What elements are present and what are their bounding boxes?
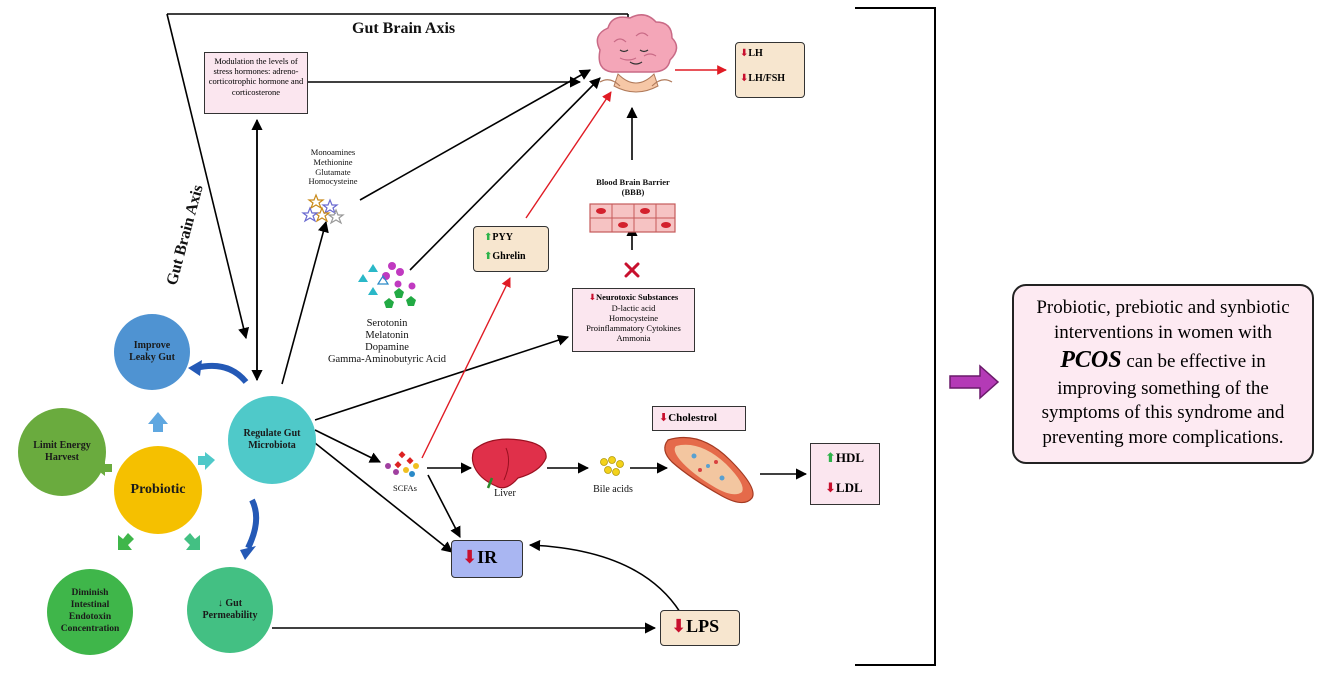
neurotoxic-item: D-lactic acid (611, 303, 656, 313)
neurotoxic-item: Ammonia (616, 333, 651, 343)
circle-energy (18, 408, 106, 496)
scfa-cluster-icon (385, 451, 419, 477)
conclusion-text-end: can be effective in improving something … (1041, 351, 1285, 448)
red-arrows (421, 65, 727, 459)
conclusion-text: Probiotic, prebiotic and synbiotic inter… (1036, 297, 1290, 343)
lps-box: ⬇LPS (660, 610, 740, 646)
ghrelin-label: Ghrelin (492, 251, 526, 262)
lh-box: ⬇LH ⬇LH/FSH (735, 42, 805, 98)
neurotoxic-item: Proinflammatory Cytokines (586, 323, 681, 333)
monoamine-item: Glutamate (315, 166, 351, 177)
neurotoxic-box: ⬇Neurotoxic Substances D-lactic acid Hom… (572, 288, 695, 352)
bile-acids-label: Bile acids (593, 484, 633, 495)
down-arrow-icon: ⬇ (825, 481, 836, 496)
circle-regulate (228, 396, 316, 484)
neurotransmitter-cluster-icon (358, 262, 416, 308)
bbb-label: Blood Brain Barrier (BBB) (596, 177, 670, 197)
bile-acid-cluster-icon (600, 456, 624, 476)
down-arrow-icon: ⬇ (740, 73, 749, 84)
neurotransmitters-label: Serotonin Melatonin Dopamine Gamma-Amino… (322, 318, 452, 366)
pyy-label: PYY (492, 232, 513, 243)
brain-icon (596, 14, 678, 93)
probiotic-pointers (95, 412, 215, 550)
monoamine-cluster-icon (301, 193, 345, 225)
up-arrow-icon: ⬆ (825, 451, 836, 466)
bbb-vessel-icon (589, 203, 676, 233)
cholestrol-box: ⬇Cholestrol (652, 406, 746, 431)
blood-vessel-icon (664, 436, 754, 504)
circle-endotoxin (47, 569, 133, 655)
monoamine-item: Monoamines (310, 147, 356, 157)
neurotransmitter-item: Gamma-Aminobutyric Acid (327, 354, 447, 366)
diagram-title: Gut Brain Axis (352, 20, 456, 37)
monoamines-label: Monoamines Methionine Glutamate Homocyst… (298, 147, 368, 187)
pyy-ghrelin-box: ⬆PYY ⬆Ghrelin (473, 226, 549, 272)
bracket (855, 7, 936, 666)
lps-label: LPS (686, 616, 720, 636)
down-arrow-icon: ⬇ (659, 411, 669, 424)
ldl-label: LDL (835, 480, 863, 495)
neurotransmitter-item: Dopamine (365, 342, 409, 354)
neurotransmitter-item: Melatonin (365, 330, 409, 342)
down-arrow-icon: ⬇ (740, 48, 749, 59)
down-arrow-icon: ⬇ (671, 616, 687, 637)
hdl-label: HDL (835, 450, 865, 465)
blocked-mark (624, 262, 640, 278)
circle-permeability (187, 567, 273, 653)
stress-hormones-box: Modulation the levels of stress hormones… (204, 52, 308, 114)
liver-icon (471, 438, 547, 489)
down-arrow-icon: ⬇ (462, 547, 478, 568)
cholestrol-label: Cholestrol (668, 412, 717, 424)
probiotic-label: Probiotic (130, 482, 186, 498)
black-arrows (251, 69, 808, 634)
cycle-arrows (188, 360, 260, 560)
lh-fsh-label: LH/FSH (748, 73, 786, 84)
neurotoxic-title: Neurotoxic Substances (595, 292, 679, 302)
up-arrow-icon: ⬆ (484, 251, 493, 262)
ir-label: IR (477, 547, 498, 567)
down-arrow-icon: ⬇ (588, 293, 596, 303)
hdl-ldl-box: ⬆HDL ⬇LDL (810, 443, 880, 505)
monoamine-item: Methionine (313, 156, 353, 167)
stress-hormones-text: Modulation the levels of stress hormones… (208, 56, 304, 97)
conclusion-box: Probiotic, prebiotic and synbiotic inter… (1012, 284, 1314, 464)
lh-label: LH (748, 48, 763, 59)
up-arrow-icon: ⬆ (484, 232, 493, 243)
circle-probiotic (114, 446, 202, 534)
neurotoxic-item: Homocysteine (608, 313, 659, 323)
scfa-label: SCFAs (393, 483, 417, 493)
circle-leaky-gut (114, 314, 190, 390)
conclusion-pointer-arrow (949, 364, 1000, 400)
ir-box: ⬇IR (451, 540, 523, 578)
monoamine-item: Homocysteine (308, 176, 358, 187)
liver-label: Liver (494, 488, 516, 499)
conclusion-emphasis: PCOS (1060, 347, 1122, 374)
neurotransmitter-item: Serotonin (366, 318, 408, 329)
